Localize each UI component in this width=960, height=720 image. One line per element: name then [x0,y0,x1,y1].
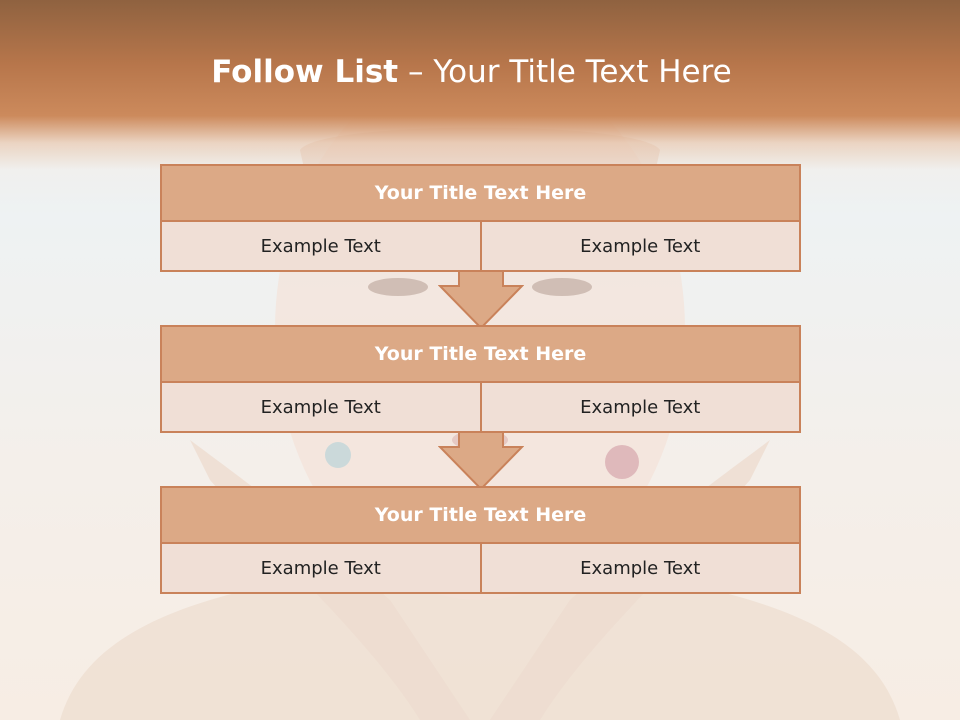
block-row: Example Text Example Text [160,383,801,433]
block-cell-right: Example Text [481,544,801,594]
list-block: Your Title Text Here Example Text Exampl… [160,486,801,594]
block-title: Your Title Text Here [160,164,801,222]
slide-title-bold: Follow List [211,54,399,90]
down-arrow-icon [438,431,524,491]
block-title: Your Title Text Here [160,486,801,544]
block-cell-left: Example Text [160,222,482,272]
block-cell-left: Example Text [160,544,482,594]
block-title: Your Title Text Here [160,325,801,383]
block-row: Example Text Example Text [160,222,801,272]
down-arrow-icon [438,270,524,330]
block-cell-right: Example Text [481,383,801,433]
block-row: Example Text Example Text [160,544,801,594]
block-cell-right: Example Text [481,222,801,272]
list-block: Your Title Text Here Example Text Exampl… [160,325,801,433]
block-cell-left: Example Text [160,383,482,433]
slide-title: Follow List – Your Title Text Here [0,54,943,90]
list-block: Your Title Text Here Example Text Exampl… [160,164,801,272]
slide-title-rest: – Your Title Text Here [398,54,732,90]
header-band [0,0,960,170]
